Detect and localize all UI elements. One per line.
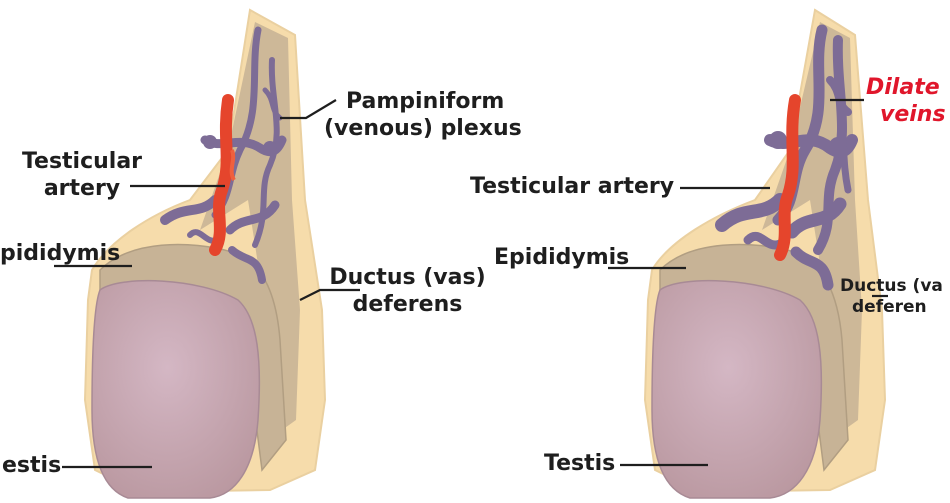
- label-ductus-right-line2: deferen: [852, 297, 943, 318]
- label-ductus-left: Ductus (vas) deferens: [320, 264, 495, 318]
- label-testicular-artery-right: Testicular artery: [470, 173, 674, 200]
- left-figure: [85, 10, 325, 498]
- label-testis-left: estis: [2, 452, 61, 479]
- right-figure: [645, 10, 885, 498]
- label-testicular-line1: Testicular: [12, 148, 152, 175]
- label-dilated-line1: Dilate: [866, 74, 946, 101]
- label-testicular-line2: artery: [12, 175, 152, 202]
- label-epididymis-right: Epididymis: [494, 244, 629, 271]
- label-dilated-line2: veins: [880, 101, 946, 128]
- label-ductus-right: Ductus (va deferen: [840, 276, 943, 318]
- label-testis-right: Testis: [544, 450, 615, 477]
- label-ductus-left-line2: deferens: [320, 291, 495, 318]
- label-testicular-artery-left: Testicular artery: [12, 148, 152, 202]
- left-testis: [92, 281, 259, 498]
- label-pampiniform-line1: Pampiniform: [346, 88, 522, 115]
- label-pampiniform-line2: (venous) plexus: [324, 115, 522, 142]
- label-ductus-right-line1: Ductus (va: [840, 276, 943, 297]
- label-epididymis-left: pididymis: [0, 240, 120, 267]
- label-ductus-left-line1: Ductus (vas): [320, 264, 495, 291]
- label-pampiniform: Pampiniform (venous) plexus: [340, 88, 522, 142]
- label-dilated-veins: Dilate veins: [866, 74, 946, 128]
